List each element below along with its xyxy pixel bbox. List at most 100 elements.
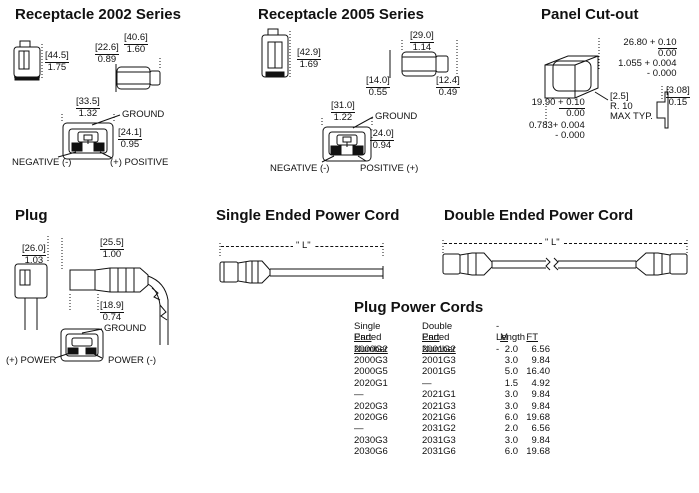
r2005-height-dim: [42.9]1.69 [297, 48, 321, 70]
plug-bottom-dim: [18.9]0.74 [100, 301, 124, 323]
dim-divider [666, 97, 690, 98]
heading-receptacle-2002: Receptacle 2002 Series [15, 6, 181, 23]
cell-ft: 9.84 [531, 389, 551, 401]
double-cord-drawing [443, 240, 687, 275]
dim-divider [100, 312, 124, 313]
cell-double: 2021G6 [422, 411, 456, 423]
r2002-face-width-dim: [33.5]1.32 [76, 97, 100, 119]
heading-panel-cutout: Panel Cut-out [541, 6, 639, 23]
dim-mm: [14.0] [366, 75, 390, 86]
cell-single: 2020G6 [354, 411, 388, 423]
cutout-thickness-dim: [3.08]0.15 [666, 86, 690, 108]
dim-mm: [18.9] [100, 300, 124, 311]
cell-double: 2031G6 [422, 445, 456, 457]
dim-mm: [22.6] [95, 42, 119, 53]
cell-single: 2020G1 [354, 377, 388, 389]
r2005-left-dim: [14.0]0.55 [366, 76, 390, 98]
header-ft: FT [526, 332, 538, 344]
r2002-front-face [58, 114, 120, 159]
cell-m: 3.0 [504, 355, 518, 367]
cutout-width-dim: 26.80 + 0.10 0.00 1.055 + 0.004 - 0.000 [600, 38, 677, 79]
dim-line: 19.90 + 0.10 [531, 97, 585, 108]
heading-double-ended-cord: Double Ended Power Cord [444, 207, 634, 224]
dim-divider [297, 59, 321, 60]
dim-mm: [42.9] [297, 47, 321, 58]
cell-m: 2.0 [504, 423, 518, 435]
dim-divider [95, 54, 119, 55]
dim-mm: [44.5] [45, 50, 69, 61]
r2002-ground-label: GROUND [122, 109, 165, 120]
dim-mm: [12.4] [436, 75, 460, 86]
plug-power-positive-label: (+) POWER [6, 355, 57, 366]
r2005-positive-label: POSITIVE (+) [360, 163, 419, 174]
cutout-height-dim: 19.90 + 0.10 0.00 0.783+ 0.004 - 0.000 [529, 98, 585, 141]
r2002-profile-view [116, 58, 160, 92]
r2005-face-width-dim: [31.0]1.22 [331, 101, 355, 123]
cell-single: — [354, 389, 364, 401]
cell-m: 3.0 [504, 389, 518, 401]
cell-ft: 16.40 [526, 366, 550, 378]
cell-ft: 9.84 [531, 400, 551, 412]
cell-double: 2001G2 [422, 343, 456, 355]
cell-m: 1.5 [504, 377, 518, 389]
cell-single: 2030G6 [354, 445, 388, 457]
cutout-side-profile [657, 86, 668, 128]
dim-divider [370, 140, 394, 141]
header-length: - Length - [496, 321, 526, 355]
r2002-depth-dim: [22.6]0.89 [95, 43, 119, 65]
dim-divider [436, 87, 460, 88]
dim-mm: [33.5] [76, 96, 100, 107]
r2005-ground-label: GROUND [375, 111, 418, 122]
r2002-side-view [14, 41, 42, 80]
plug-ground-label: GROUND [104, 323, 147, 334]
dim-divider [22, 255, 46, 256]
r2002-negative-label: NEGATIVE (-) [12, 157, 72, 168]
r2002-positive-label: (+) POSITIVE [110, 157, 169, 168]
cell-single: — [354, 423, 364, 435]
dim-inch: 0.74 [102, 312, 122, 323]
r2005-profile-view [390, 40, 457, 78]
cell-ft: 6.56 [531, 423, 551, 435]
header-m: M [500, 332, 508, 344]
dim-line: - 0.000 [555, 130, 585, 141]
r2005-width-dim: [29.0]1.14 [410, 31, 434, 53]
dim-divider [76, 108, 100, 109]
dim-inch: 0.95 [120, 139, 140, 150]
cell-m: 6.0 [504, 445, 518, 457]
cell-double: 2031G2 [422, 423, 456, 435]
dim-mm: [24.0] [370, 128, 394, 139]
heading-receptacle-2005: Receptacle 2005 Series [258, 6, 424, 23]
cell-ft: 9.84 [531, 355, 551, 367]
cell-ft: 19.68 [526, 411, 550, 423]
cell-m: 2.0 [504, 343, 518, 355]
single-cord-drawing [220, 243, 383, 283]
dim-inch: 0.49 [438, 87, 458, 98]
plug-front [15, 236, 48, 330]
dim-inch: 1.60 [126, 44, 146, 55]
dim-divider [124, 44, 148, 45]
cell-ft: 19.68 [526, 445, 550, 457]
heading-plug: Plug [15, 207, 48, 224]
cell-single: 2000G3 [354, 355, 388, 367]
header-part-number-single: Part Number [354, 332, 388, 355]
r2005-face-height-dim: [24.0]0.94 [370, 129, 394, 151]
dim-inch: 0.89 [97, 54, 117, 65]
cell-single: 2020G3 [354, 400, 388, 412]
plug-height-dim: [26.0]1.03 [22, 244, 46, 266]
dim-inch: 1.75 [47, 62, 67, 73]
radius-inch: R. 10 [610, 101, 633, 112]
cell-ft: 9.84 [531, 434, 551, 446]
cell-double: 2031G3 [422, 434, 456, 446]
dim-inch: 1.03 [24, 255, 44, 266]
plug-side [62, 238, 168, 345]
cell-m: 5.0 [504, 366, 518, 378]
dim-line: 1.055 + 0.004 [618, 58, 677, 69]
cell-single: 2000G5 [354, 366, 388, 378]
r2005-right-dim: [12.4]0.49 [436, 76, 460, 98]
dim-divider [100, 249, 124, 250]
length-label: " L" [542, 237, 563, 248]
r2002-height-dim: [44.5]1.75 [45, 51, 69, 73]
radius-mm: [2.5] [610, 91, 629, 102]
